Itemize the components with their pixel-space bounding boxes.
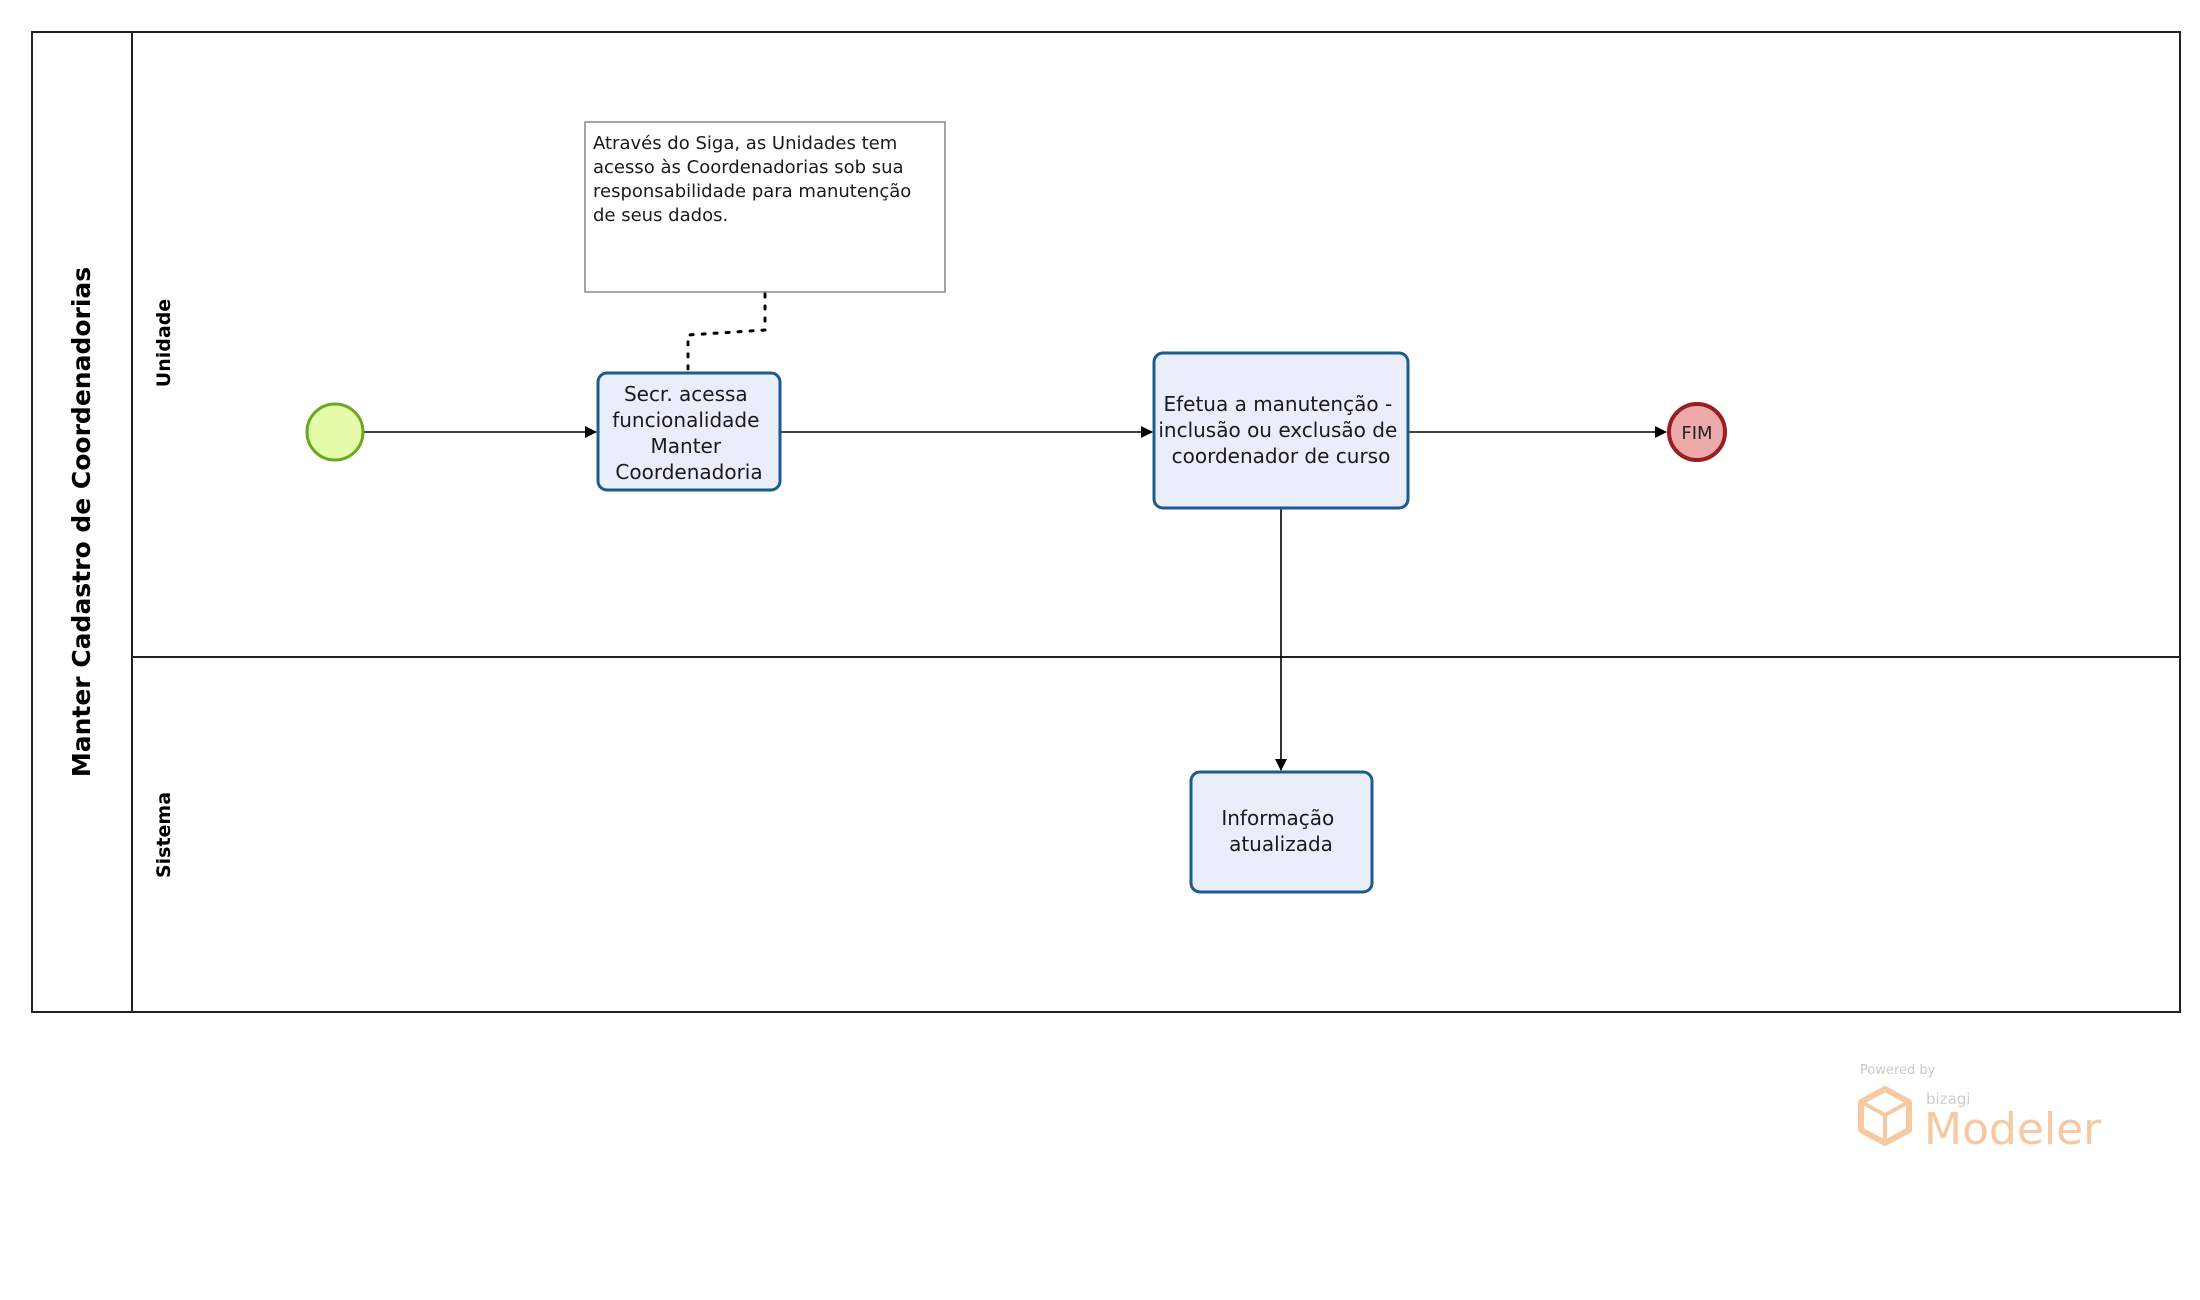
modeler-text: Modeler: [1924, 1104, 2102, 1155]
bizagi-watermark: Powered by bizagi Modeler: [1858, 1063, 2102, 1155]
annotation-text: Através do Siga, as Unidades tem acesso …: [593, 133, 917, 226]
task-line: Manter: [651, 434, 722, 458]
end-event[interactable]: FIM: [1667, 402, 1727, 462]
lane-title-unidade: Unidade: [153, 299, 175, 387]
annotation-line: de seus dados.: [593, 205, 728, 226]
annotation-line: acesso às Coordenadorias sob sua: [593, 157, 904, 178]
task-line: atualizada: [1229, 832, 1333, 856]
bizagi-logo-icon: [1858, 1086, 1912, 1146]
task-line: coordenador de curso: [1172, 444, 1391, 468]
pool-title: Manter Cadastro de Coordenadorias: [67, 267, 96, 777]
task-line: Informação: [1221, 806, 1334, 830]
task-line: Secr. acessa: [624, 382, 748, 406]
task-box: [1189, 770, 1374, 894]
task-secr-acessa[interactable]: Secr. acessa funcionalidade Manter Coord…: [596, 371, 782, 492]
bizagi-brand-text: bizagi: [1926, 1090, 1970, 1108]
task-box: [596, 371, 782, 492]
annotation-line: responsabilidade para manutenção: [593, 181, 911, 202]
lane-sistema: Sistema: [153, 792, 175, 878]
text-annotation[interactable]: Através do Siga, as Unidades tem acesso …: [584, 121, 946, 293]
task-efetua-manutencao[interactable]: Efetua a manutenção - inclusão ou exclus…: [1152, 351, 1410, 510]
powered-by-text: Powered by: [1860, 1063, 1936, 1078]
lane-unidade: Unidade: [153, 299, 175, 387]
annotation-line: Através do Siga, as Unidades tem: [593, 133, 897, 154]
task-label: Secr. acessa funcionalidade Manter Coord…: [612, 382, 766, 484]
task-line: funcionalidade: [612, 408, 759, 432]
association-line: [686, 292, 767, 374]
lane-title-sistema: Sistema: [153, 792, 175, 878]
annotation-box: [584, 121, 946, 293]
task-box: [1152, 351, 1410, 510]
task-informacao-atualizada[interactable]: Informação atualizada: [1189, 770, 1374, 894]
task-line: Efetua a manutenção -: [1163, 392, 1392, 416]
task-label: Informação atualizada: [1221, 806, 1340, 856]
pool: Manter Cadastro de Coordenadorias: [31, 31, 2181, 1013]
start-event[interactable]: [305, 402, 365, 462]
task-label: Efetua a manutenção - inclusão ou exclus…: [1158, 392, 1403, 468]
end-event-label: FIM: [1681, 423, 1712, 444]
end-event-circle: [1667, 402, 1727, 462]
pool-border: [31, 31, 2181, 1013]
task-line: Coordenadoria: [615, 460, 762, 484]
task-line: inclusão ou exclusão de: [1158, 418, 1397, 442]
